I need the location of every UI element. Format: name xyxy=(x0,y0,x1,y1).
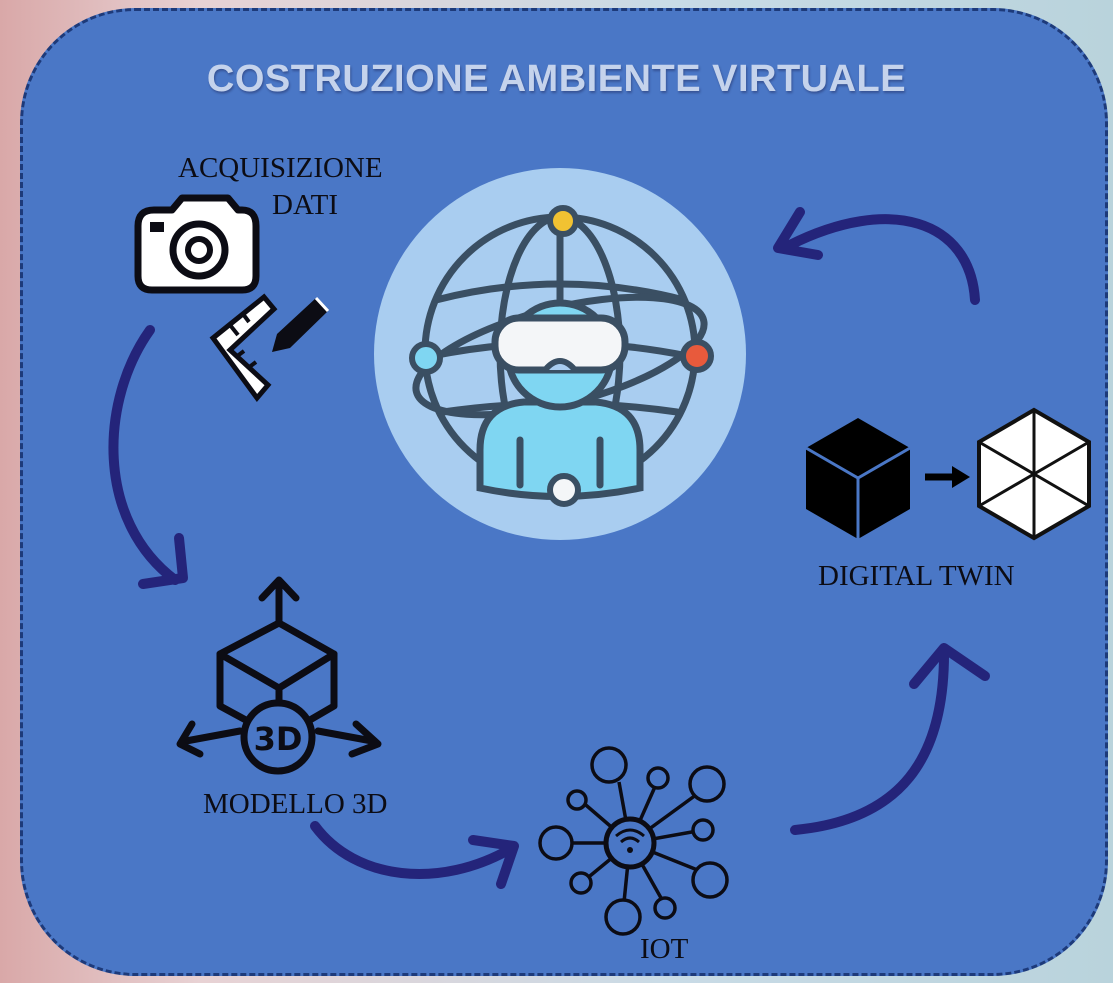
model-3d-label: MODELLO 3D xyxy=(203,788,388,820)
solid-cube-icon xyxy=(805,418,911,539)
vr-globe-icon xyxy=(374,168,746,540)
arrow-digital-twin-to-center xyxy=(773,207,980,305)
arrow-iot-to-digital-twin xyxy=(790,643,990,835)
wireframe-cube-icon xyxy=(977,407,1091,541)
diagram-title: COSTRUZIONE AMBIENTE VIRTUALE xyxy=(206,58,907,100)
arrow-right-icon xyxy=(925,466,970,488)
arrow-model-to-iot xyxy=(310,821,519,889)
3d-model-icon xyxy=(176,576,382,758)
digital-twin-label: DIGITAL TWIN xyxy=(818,560,1015,592)
acquisition-label-line1: ACQUISIZIONE xyxy=(178,152,383,184)
3d-badge: 3D xyxy=(240,699,316,775)
camera-icon xyxy=(134,194,260,294)
acquisition-label-line2: DATI xyxy=(272,189,339,221)
ruler-pencil-icon xyxy=(209,293,330,403)
3d-badge-text: 3D xyxy=(254,720,303,758)
iot-network-icon xyxy=(538,746,729,936)
iot-label: IOT xyxy=(640,933,689,965)
arrow-acquisition-to-model xyxy=(108,325,188,589)
